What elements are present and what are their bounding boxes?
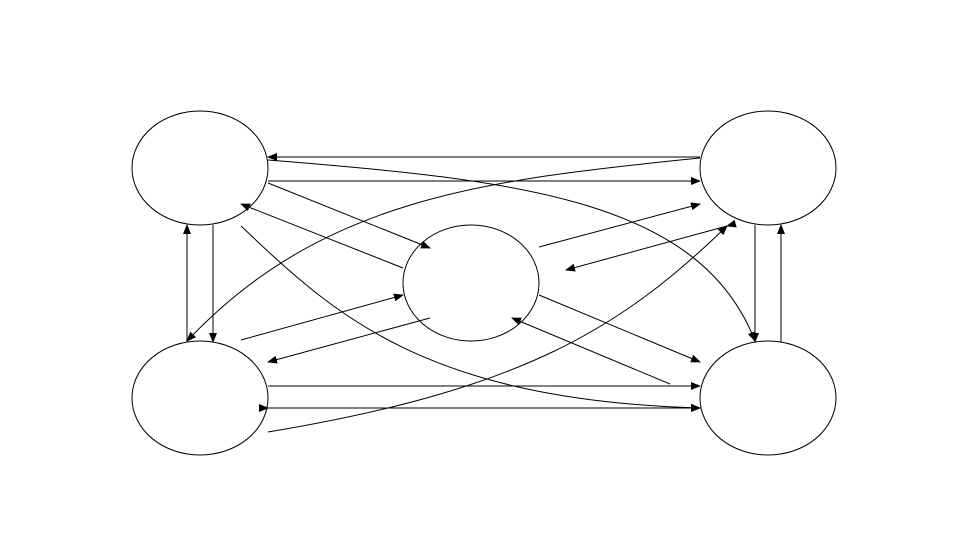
node-top-left	[131, 110, 269, 226]
edge-center-to-top-right	[538, 202, 701, 248]
edge-top-left-to-bottom-right-curve	[267, 159, 756, 342]
edge-bottom-left-to-center	[240, 293, 404, 341]
node-bottom-left	[131, 340, 269, 456]
node-center	[402, 224, 540, 342]
edge-bottom-right-to-center	[511, 317, 671, 385]
edge-top-left-to-bottom-right-lower-curve	[240, 225, 701, 412]
edge-top-right-to-bottom-left-curve	[186, 157, 701, 342]
edge-bottom-left-to-top-right-curve	[267, 225, 728, 433]
edge-center-to-top-left	[240, 203, 404, 269]
node-top-right	[699, 110, 837, 226]
node-bottom-right	[699, 340, 837, 456]
edge-center-top-right-bidirectional	[565, 219, 737, 272]
edge-center-to-bottom-right	[538, 294, 701, 363]
edge-center-to-bottom-left	[267, 317, 431, 364]
edge-top-left-to-center	[267, 182, 431, 249]
